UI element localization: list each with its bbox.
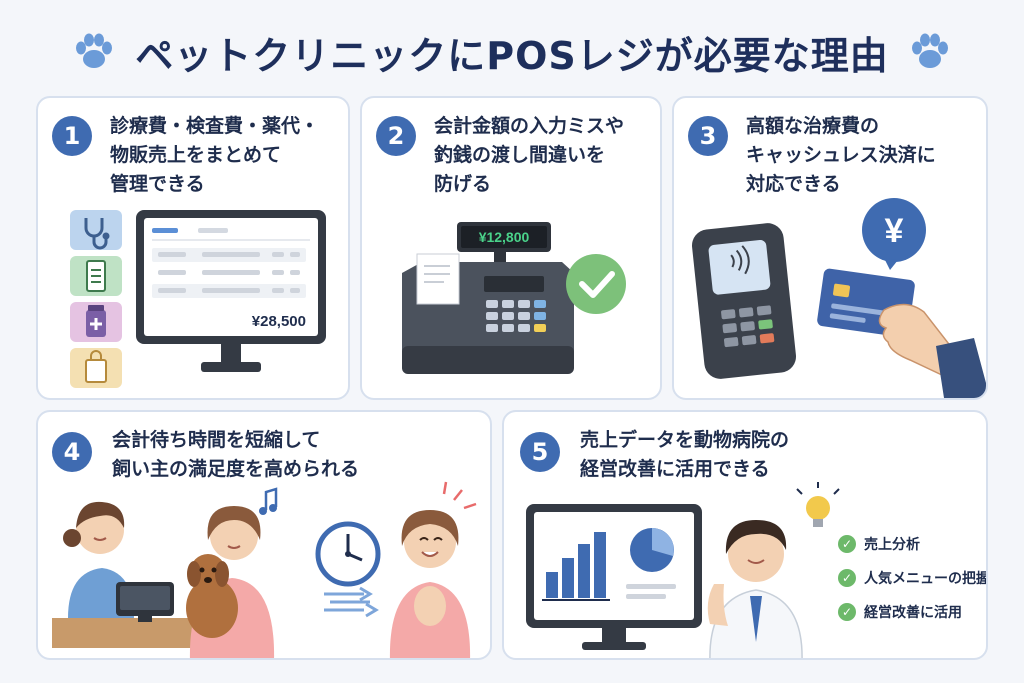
card-number-badge: 1 [52, 116, 92, 156]
card-text-line: 売上データを動物病院の [580, 429, 790, 451]
card-text: 高額な治療費の キャッシュレス決済に 対応できる [746, 112, 936, 199]
clipboard-icon [70, 256, 122, 296]
shopping-bag-icon [70, 348, 122, 388]
title-row: ペットクリニックにPOSレジが必要な理由 [0, 20, 1024, 84]
card-text-line: 物販売上をまとめて [110, 144, 282, 166]
paw-icon [911, 33, 948, 68]
yen-bubble-icon: ¥ [862, 198, 926, 270]
card-text-line: 飼い主の満足度を高められる [112, 458, 360, 480]
card-text-line: 釣銭の渡し間違いを [434, 144, 606, 166]
lightbulb-icon [796, 482, 840, 527]
card-text-line: 管理できる [110, 173, 205, 195]
checklist-item: ✓ 売上分析 [838, 534, 920, 554]
register-amount: ¥12,800 [479, 229, 530, 245]
card-number-badge: 3 [688, 116, 728, 156]
card-text-line: 会計待ち時間を短縮して [112, 429, 321, 451]
music-note-icon [259, 487, 278, 515]
checklist-item: ✓ 人気メニューの把握 [838, 568, 988, 588]
reason-card-1: 1 診療費・検査費・薬代・ 物販売上をまとめて 管理できる [36, 96, 350, 400]
card5-illustration [526, 482, 840, 658]
reason-card-2: 2 会計金額の入力ミスや 釣銭の渡し間違いを 防げる ¥12,800 [360, 96, 662, 400]
card-text: 売上データを動物病院の 経営改善に活用できる [580, 426, 789, 484]
yen-symbol: ¥ [885, 212, 904, 250]
checklist-item: ✓ 経営改善に活用 [838, 602, 962, 622]
cash-register-icon: ¥12,800 [402, 222, 574, 374]
analytics-monitor-icon [526, 504, 702, 650]
card-text-line: 防げる [434, 173, 492, 195]
checklist-label: 経営改善に活用 [864, 605, 962, 621]
card-text-line: 診療費・検査費・薬代・ [110, 115, 320, 137]
check-icon: ✓ [838, 603, 856, 621]
card-number-badge: 4 [52, 432, 92, 472]
checklist-label: 売上分析 [864, 537, 920, 553]
pos-terminal-icon [116, 582, 174, 622]
reason-card-3: 3 高額な治療費の キャッシュレス決済に 対応できる [672, 96, 988, 400]
check-icon: ✓ [838, 569, 856, 587]
reason-card-5: 5 売上データを動物病院の 経営改善に活用できる [502, 410, 988, 660]
card-number-badge: 2 [376, 116, 416, 156]
card-text: 会計金額の入力ミスや 釣銭の渡し間違いを 防げる [434, 112, 624, 199]
screen-amount: ¥28,500 [252, 313, 306, 330]
card-text-line: 経営改善に活用できる [580, 458, 770, 480]
payment-terminal-icon [691, 223, 797, 379]
checklist-label: 人気メニューの把握 [864, 571, 988, 587]
happy-owner-illustration [389, 481, 477, 658]
medicine-bottle-icon [70, 302, 122, 342]
checkmark-icon [566, 254, 626, 314]
monitor-icon: ¥28,500 [136, 210, 326, 372]
card-text: 診療費・検査費・薬代・ 物販売上をまとめて 管理できる [110, 112, 319, 199]
hand-icon [878, 303, 986, 398]
clock-icon [315, 521, 381, 618]
page-title: ペットクリニックにPOSレジが必要な理由 [135, 33, 889, 78]
owner-with-dog-illustration [186, 506, 274, 658]
card-text: 会計待ち時間を短縮して 飼い主の満足度を高められる [112, 426, 359, 484]
card-text-line: キャッシュレス決済に [746, 144, 936, 166]
card2-illustration: ¥12,800 [402, 222, 626, 374]
reason-card-4: 4 会計待ち時間を短縮して 飼い主の満足度を高められる [36, 410, 492, 660]
card4-illustration [52, 481, 477, 658]
check-icon: ✓ [838, 535, 856, 553]
card-text-line: 対応できる [746, 173, 841, 195]
stethoscope-icon [70, 210, 122, 250]
card-number-badge: 5 [520, 432, 560, 472]
card3-illustration: ¥ [691, 198, 986, 398]
card1-illustration: ¥28,500 [70, 210, 326, 388]
paw-icon [76, 33, 113, 68]
card-text-line: 会計金額の入力ミスや [434, 115, 625, 137]
doctor-illustration [707, 520, 803, 658]
card-text-line: 高額な治療費の [746, 115, 880, 137]
